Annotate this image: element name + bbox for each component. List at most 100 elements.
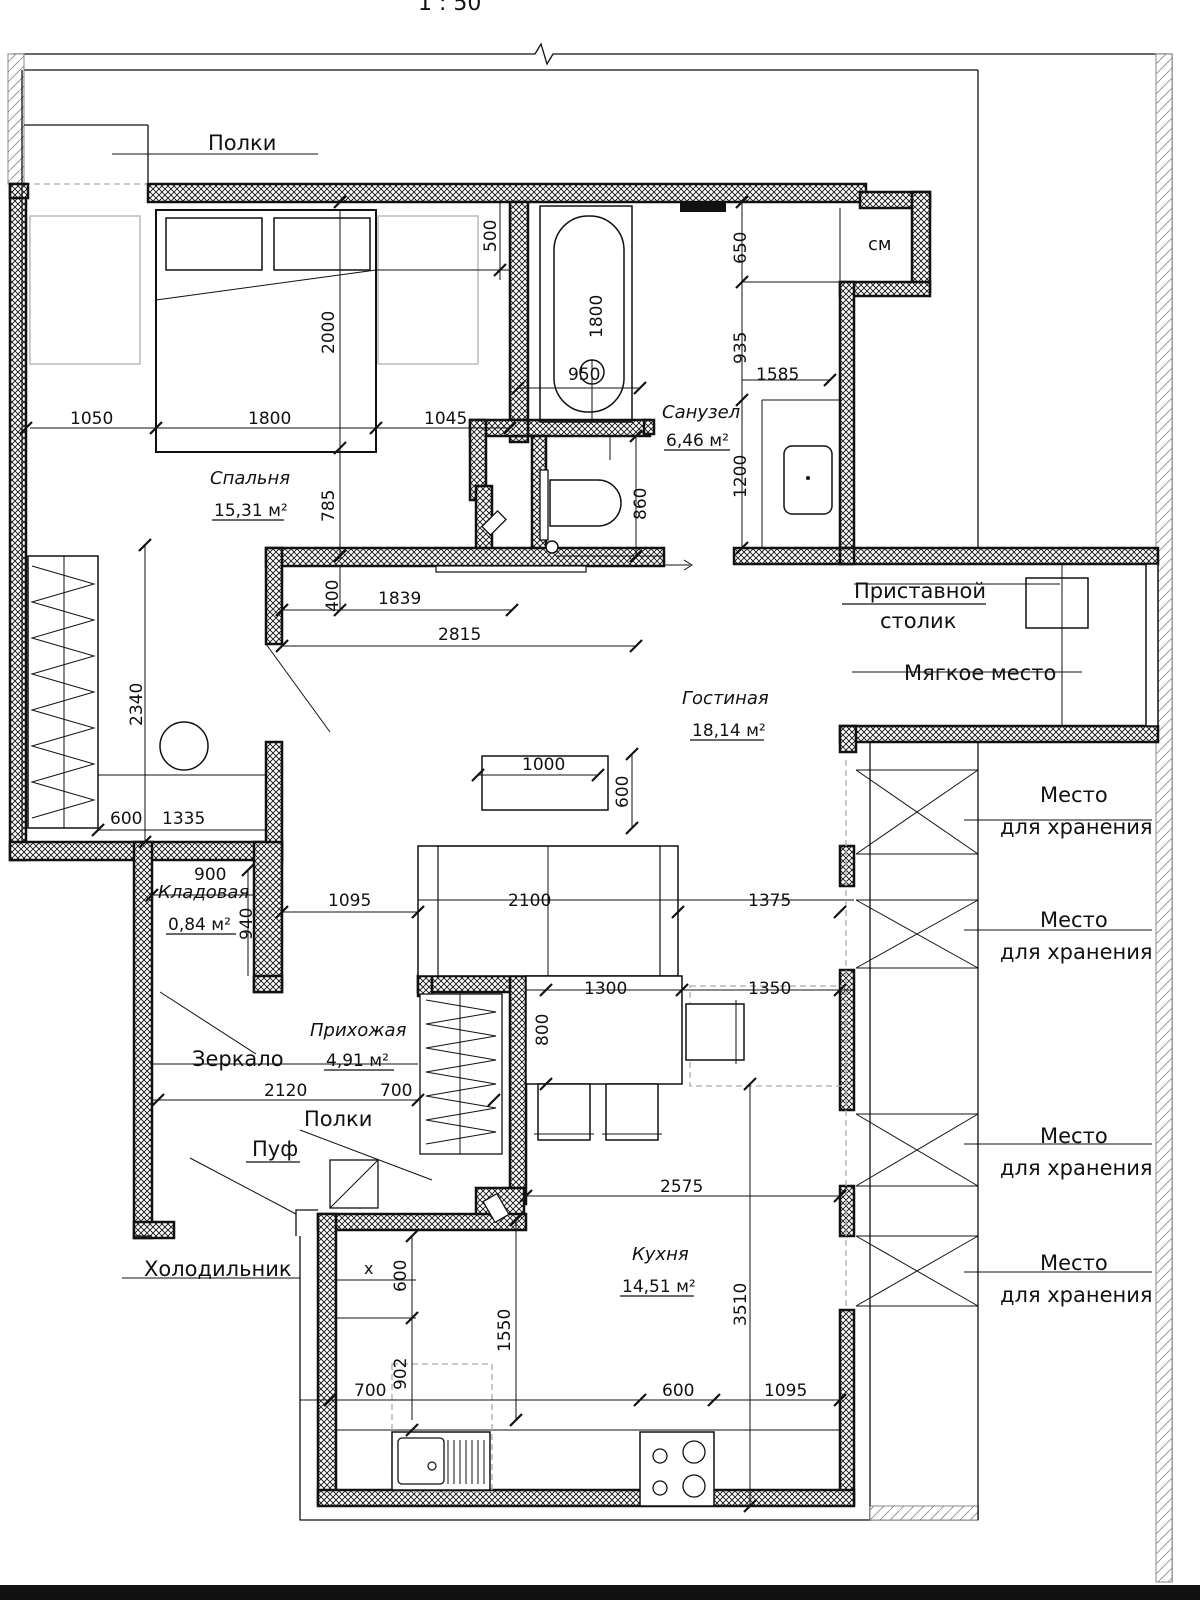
dim-935: 935: [731, 332, 751, 364]
dim-1095: 1095: [328, 891, 371, 911]
dim-600-bed: 600: [110, 809, 142, 829]
dim-400: 400: [323, 580, 343, 612]
dim-902: 902: [391, 1358, 411, 1390]
dim-600-table: 600: [613, 776, 633, 808]
dim-785: 785: [319, 490, 339, 522]
dim-700-hall: 700: [380, 1081, 412, 1101]
dim-950: 950: [568, 365, 600, 385]
side-table-label-2: столик: [880, 609, 956, 633]
bedroom-wardrobe: [27, 555, 99, 829]
storage-label: Место: [1040, 783, 1108, 807]
storage-label: Место: [1040, 1251, 1108, 1275]
storage-label: для хранения: [1000, 1283, 1153, 1307]
room-name: Спальня: [210, 468, 290, 489]
dim-1585: 1585: [756, 365, 799, 385]
dim-900: 900: [194, 865, 226, 885]
room-name: Кладовая: [158, 882, 249, 903]
pillow-left: [165, 217, 263, 271]
dim-1375: 1375: [748, 891, 791, 911]
sofa-place-label: Мягкое место: [904, 661, 1056, 685]
pillow-right: [273, 217, 371, 271]
dim-2000: 2000: [319, 311, 339, 354]
room-area: 0,84 м²: [168, 915, 231, 935]
walls: [8, 182, 1160, 1508]
coffee-table: [481, 755, 609, 811]
bathtub: [539, 205, 633, 423]
shelves-top-label: Полки: [208, 131, 276, 155]
room-name: Кухня: [632, 1244, 689, 1265]
kitchen: [122, 975, 847, 1507]
dim-1335: 1335: [162, 809, 205, 829]
dim-1095-kitchen: 1095: [764, 1381, 807, 1401]
wc-label: см: [868, 234, 891, 255]
dim-3510: 3510: [731, 1283, 751, 1326]
dim-940: 940: [237, 908, 257, 940]
storage-label: Место: [1040, 1124, 1108, 1148]
scale-label: 1 : 50: [418, 0, 481, 16]
dimension-texts: 500 2000 1050 1800 1045 785 1800 950 158…: [70, 220, 807, 1401]
dim-1550: 1550: [495, 1309, 515, 1352]
dim-1839: 1839: [378, 589, 421, 609]
bottom-border: [0, 1585, 1200, 1600]
dim-2120: 2120: [264, 1081, 307, 1101]
dim-2340: 2340: [127, 683, 147, 726]
room-name: Прихожая: [310, 1020, 407, 1041]
dim-1000: 1000: [522, 755, 565, 775]
dim-2100: 2100: [508, 891, 551, 911]
dim-600-stove: 600: [662, 1381, 694, 1401]
bedroom: [27, 209, 510, 842]
storage-label: Место: [1040, 908, 1108, 932]
nightstand-left: [29, 215, 141, 365]
side-table: [1025, 577, 1089, 629]
toilet-icon: [549, 479, 622, 527]
radiator: [435, 565, 587, 573]
break-line: [12, 42, 1172, 66]
dim-860: 860: [631, 488, 651, 520]
kitchen-sink: [391, 1431, 491, 1491]
stove-icon: [639, 1431, 715, 1507]
dim-700-kitchen: 700: [354, 1381, 386, 1401]
double-bed: [155, 209, 377, 453]
living-room: [282, 563, 1159, 1310]
chair: [537, 1083, 591, 1141]
dim-1300: 1300: [584, 979, 627, 999]
dim-600-fridge: 600: [391, 1260, 411, 1292]
sink: [783, 445, 833, 515]
vent: [680, 202, 726, 212]
dimension-lines: [152, 202, 854, 1401]
outer-outline: [21, 70, 979, 1521]
dim-1200: 1200: [731, 455, 751, 498]
storage-label: для хранения: [1000, 940, 1153, 964]
round-table: [159, 721, 209, 771]
room-area: 6,46 м²: [666, 431, 729, 451]
storage-label: для хранения: [1000, 815, 1153, 839]
chair: [605, 1083, 659, 1141]
mirror-label: Зеркало: [192, 1047, 284, 1071]
room-name: Гостиная: [682, 688, 769, 709]
hallway: [150, 991, 503, 1215]
toilet-tank: [539, 469, 549, 541]
bathroom: [435, 202, 840, 573]
room-area: 18,14 м²: [692, 721, 766, 741]
room-area: 4,91 м²: [326, 1051, 389, 1071]
window: [1145, 563, 1159, 727]
fridge-label: Холодильник: [144, 1257, 292, 1281]
room-area: 14,51 м²: [622, 1277, 696, 1297]
nightstand-right: [377, 215, 479, 365]
hall-wardrobe: [419, 993, 503, 1155]
callouts: Полки Приставной столик Мягкое место Мес…: [112, 131, 1153, 1307]
dimension-ticks: [19, 195, 847, 1513]
pouf-label: Пуф: [252, 1137, 298, 1161]
dim-1800: 1800: [248, 409, 291, 429]
side-table-label-1: Приставной: [854, 579, 986, 603]
dim-800: 800: [533, 1014, 553, 1046]
dim-500: 500: [481, 220, 501, 252]
room-name: Санузел: [662, 402, 740, 423]
room-labels: Спальня 15,31 м² Санузел 6,46 м² Гостина…: [158, 402, 769, 1297]
dim-650: 650: [731, 232, 751, 264]
dim-1045: 1045: [424, 409, 467, 429]
fridge-mark: x: [364, 1259, 373, 1278]
shelves-hall-label: Полки: [304, 1107, 372, 1131]
